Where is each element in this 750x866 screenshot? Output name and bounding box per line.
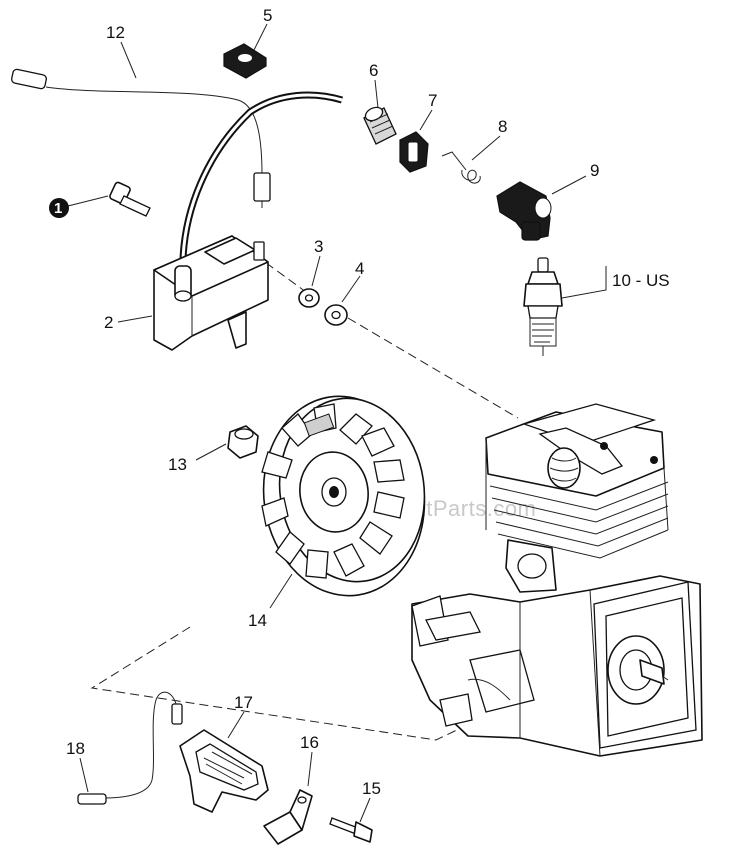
- part-3-washer: [298, 288, 320, 308]
- part-15-bolt: [329, 817, 373, 843]
- part-13-nut: [227, 425, 259, 459]
- callout-13: 13: [168, 455, 187, 474]
- part-12-wire-lead: [11, 68, 271, 208]
- part-16-l-bracket: [263, 789, 313, 845]
- part-4-washer: [324, 304, 348, 326]
- part-6-spring: [363, 106, 397, 145]
- callout-15: 15: [362, 779, 381, 798]
- part-7-boot: [399, 131, 429, 173]
- part-1-screw: [49, 181, 151, 218]
- callout-17: 17: [234, 693, 253, 712]
- part-2-ignition-coil: [153, 91, 343, 351]
- callout-2: 2: [104, 313, 113, 332]
- leader-lines: [67, 23, 607, 823]
- part-5-grommet: [223, 43, 267, 79]
- callout-3: 3: [314, 237, 323, 256]
- part-18-wire: [77, 691, 183, 805]
- callout-1: 1: [54, 200, 62, 217]
- callout-8: 8: [498, 117, 507, 136]
- engine-block: [411, 403, 703, 757]
- callout-16: 16: [300, 733, 319, 752]
- part-10-spark-plug: [523, 257, 563, 356]
- part-8-spring-clip: [441, 151, 481, 184]
- callout-18: 18: [66, 739, 85, 758]
- callout-9: 9: [590, 161, 599, 180]
- callout-7: 7: [428, 91, 437, 110]
- callout-12: 12: [106, 23, 125, 42]
- callout-6: 6: [369, 61, 378, 80]
- callout-14: 14: [248, 611, 267, 630]
- part-9-plug-boot: [496, 181, 552, 241]
- callout-10-us: 10 - US: [612, 271, 670, 290]
- part-17-bracket: [179, 729, 269, 813]
- callout-5: 5: [263, 6, 272, 25]
- callout-4: 4: [355, 259, 364, 278]
- part-14-flywheel: [261, 395, 426, 597]
